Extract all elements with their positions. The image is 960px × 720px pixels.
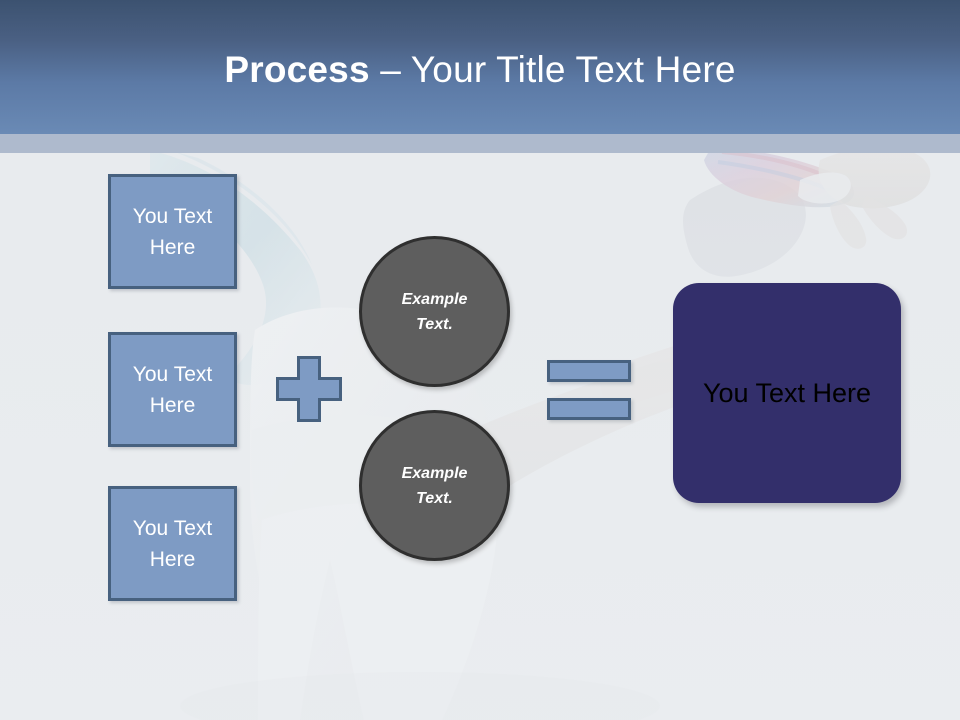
equals-icon-top-bar <box>547 360 631 382</box>
page-title-rest: – Your Title Text Here <box>369 49 736 90</box>
plus-icon-vertical-bar <box>297 356 321 422</box>
page-title-strong: Process <box>224 49 370 90</box>
result-box-label: You Text Here <box>702 378 872 408</box>
result-box[interactable]: You Text Here <box>673 283 901 503</box>
header-substrip <box>0 134 960 153</box>
plus-icon <box>276 356 342 422</box>
header-band <box>0 0 960 134</box>
page-title: Process – Your Title Text Here <box>0 48 960 92</box>
equals-icon <box>547 360 631 420</box>
equals-icon-bottom-bar <box>547 398 631 420</box>
